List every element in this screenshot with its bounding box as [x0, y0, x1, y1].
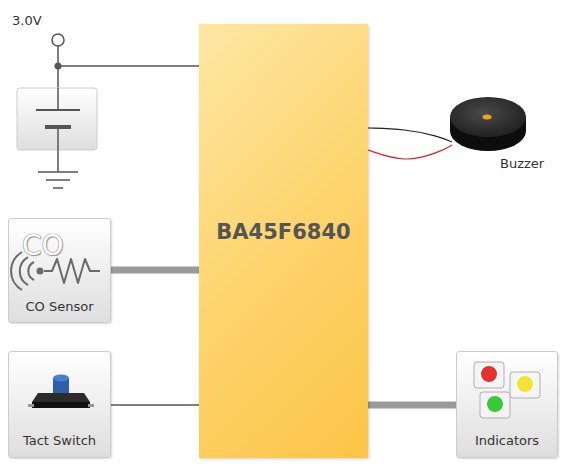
node-label: Indicators — [457, 433, 557, 448]
switch-icon — [28, 375, 94, 409]
buzzer: Buzzer — [452, 90, 552, 174]
bus-connector — [111, 267, 199, 274]
power-wire — [52, 34, 199, 92]
node-label: Tact Switch — [9, 433, 110, 448]
microcontroller-block: BA45F6840 — [199, 24, 368, 458]
voltage-label: 3.0V — [12, 13, 42, 28]
sensor-icon — [11, 252, 100, 290]
switch-box: Tact Switch — [8, 351, 111, 458]
battery-symbol — [36, 88, 80, 150]
signal-wire — [111, 404, 199, 406]
led-icons — [474, 362, 540, 418]
indicator-box: Indicators — [456, 351, 558, 458]
ground-symbol — [38, 150, 78, 188]
buzzer-body — [450, 97, 526, 151]
bus-connector — [368, 402, 456, 409]
node-label: CO Sensor — [9, 299, 110, 314]
buzzer-wire — [368, 145, 452, 159]
junction-dot — [55, 63, 62, 70]
battery-box — [17, 88, 97, 150]
buzzer-wire — [368, 128, 452, 142]
node-label: Buzzer — [500, 156, 544, 171]
node-label: BA45F6840 — [199, 220, 368, 244]
icon-text: CO — [22, 229, 64, 262]
sensor-box: CO CO Sensor — [8, 218, 111, 323]
